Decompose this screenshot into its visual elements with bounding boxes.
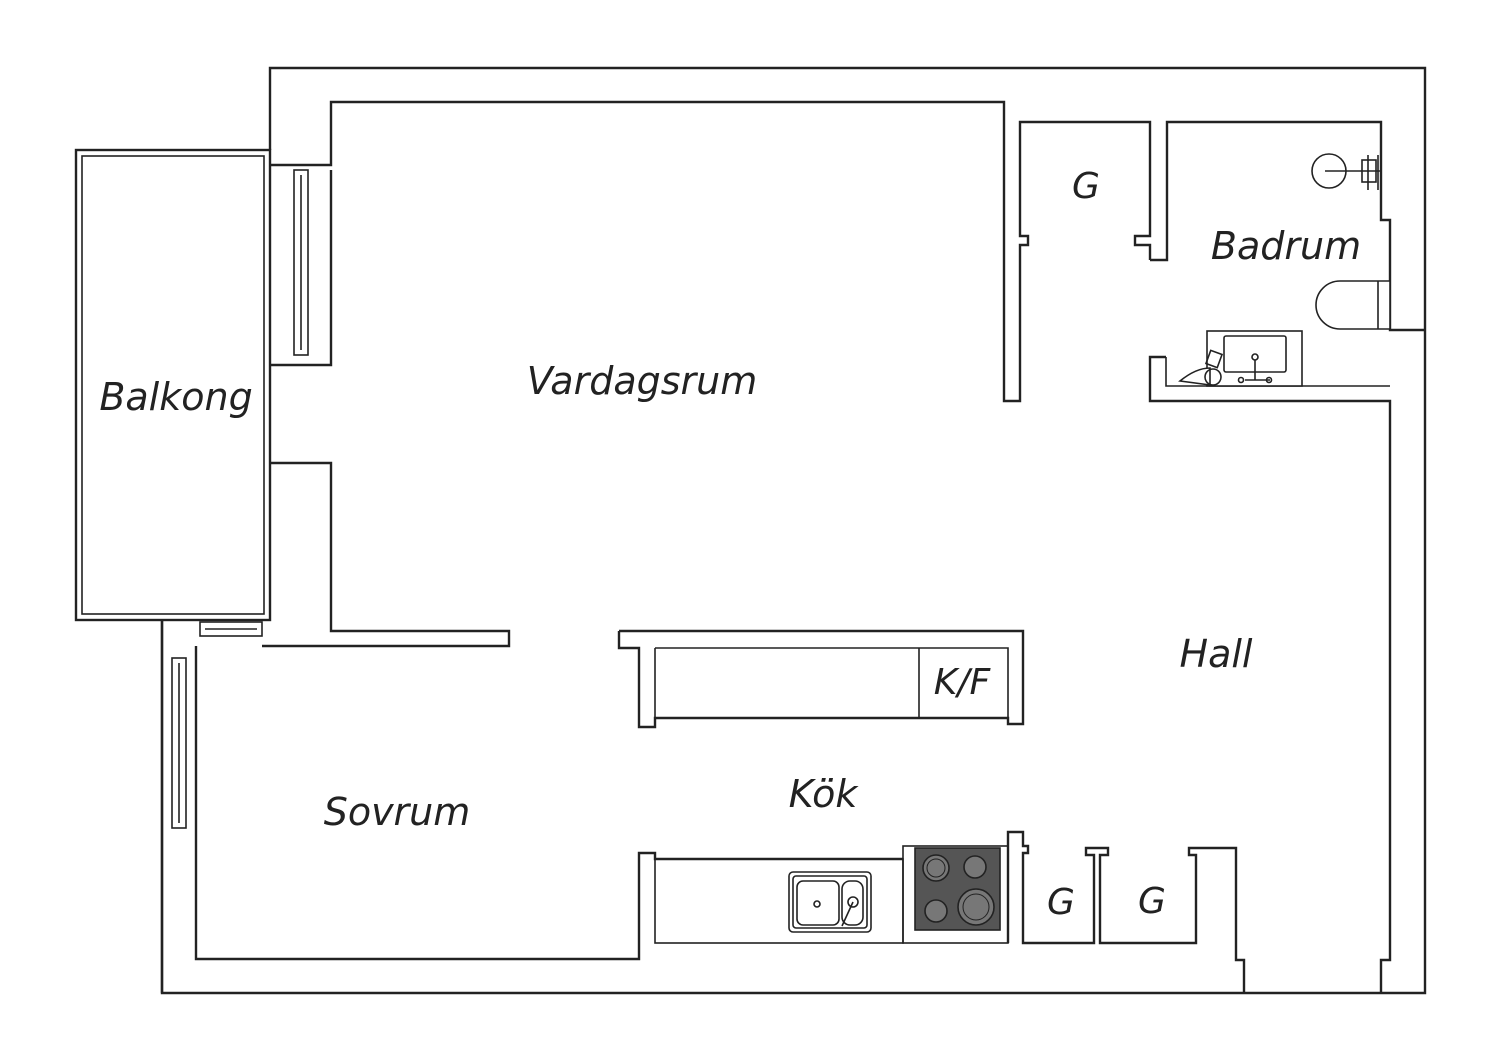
kitchen-sink <box>788 871 872 933</box>
balcony-door <box>293 169 309 356</box>
washbasin-tap-icon <box>1178 349 1224 386</box>
room-label-sovrum: Sovrum <box>324 790 471 834</box>
balcony-door-small <box>199 621 263 637</box>
room-label-garderob-kitchen-1: G <box>1047 882 1075 923</box>
kitchen-island <box>617 629 1025 729</box>
room-label-kf: K/F <box>934 662 992 703</box>
room-label-kok: Kök <box>789 772 860 816</box>
living-room-walls <box>262 100 1152 648</box>
bedroom-window <box>171 657 187 829</box>
kitchen-closets <box>1006 830 1246 993</box>
room-label-hall: Hall <box>1180 632 1253 676</box>
balcony-railing <box>81 155 265 615</box>
room-label-vardagsrum: Vardagsrum <box>527 359 758 403</box>
room-label-balkong: Balkong <box>99 375 252 419</box>
room-label-garderob-top: G <box>1072 166 1100 207</box>
shower-head-icon <box>1311 153 1380 190</box>
outer-walls <box>74 66 1427 995</box>
toilet-icon <box>1315 280 1391 330</box>
balcony-outline <box>74 148 272 622</box>
room-label-garderob-kitchen-2: G <box>1138 881 1166 922</box>
stove <box>914 847 1001 931</box>
room-label-badrum: Badrum <box>1211 224 1361 268</box>
bathroom-sink <box>1206 330 1303 387</box>
